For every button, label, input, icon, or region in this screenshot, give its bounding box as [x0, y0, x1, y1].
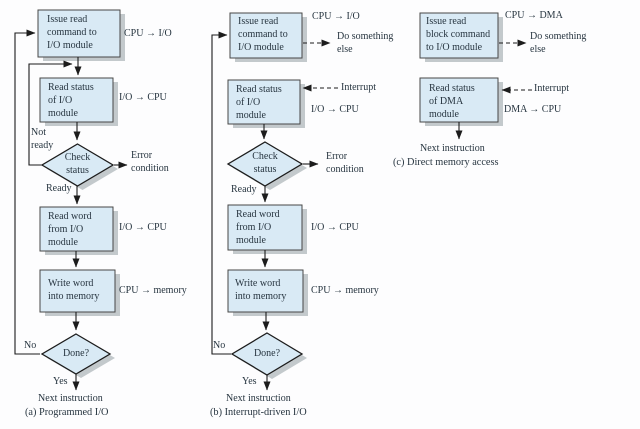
label-do-something-b: Do something else [337, 31, 394, 55]
diamond-check-status-b-label: Check status [252, 151, 278, 175]
label-next-instruction-a: Next instruction [38, 393, 103, 404]
label-io-to-cpu-status-a: I/O → CPU [119, 92, 167, 103]
label-next-instruction-b: Next instruction [226, 393, 291, 404]
process-box-read-status-c [419, 77, 503, 126]
label-not-ready-a: Not ready [31, 127, 54, 151]
label-io-to-cpu-read-b: I/O → CPU [311, 222, 359, 233]
label-cpu-to-io-a: CPU → I/O [124, 28, 172, 39]
decision-diamond-done-a [40, 333, 115, 378]
process-box-read-status-b [227, 79, 305, 128]
box-read-status-a-label: Read status of I/O module [48, 82, 94, 119]
box-read-status-c-label: Read status of DMA module [429, 83, 475, 120]
box-read-word-a-label: Read word from I/O module [48, 211, 92, 248]
caption-chart-a: (a) Programmed I/O [25, 407, 109, 418]
box-read-status-b-label: Read status of I/O module [236, 84, 282, 121]
flow-arrows-a [14, 29, 128, 391]
label-interrupt-c: Interrupt [534, 83, 569, 94]
decision-diamond-check-a [40, 143, 118, 190]
label-cpu-to-dma-c: CPU → DMA [505, 10, 563, 21]
label-interrupt-b: Interrupt [341, 82, 376, 93]
label-error-condition-b: Error condition [326, 151, 364, 175]
decision-diamond-done-b [230, 332, 307, 379]
process-box-read-word-a [39, 206, 118, 255]
process-box-issue-a [37, 9, 125, 61]
box-write-word-b-label: Write word into memory [235, 278, 287, 302]
caption-chart-b: (b) Interrupt-driven I/O [210, 407, 307, 418]
flow-arrows-b [211, 31, 338, 391]
label-cpu-to-memory-a: CPU → memory [119, 285, 187, 296]
box-write-word-a-label: Write word into memory [48, 278, 100, 302]
process-box-read-word-b [227, 204, 307, 254]
label-cpu-to-io-b: CPU → I/O [312, 11, 360, 22]
label-cpu-to-memory-b: CPU → memory [311, 285, 379, 296]
process-box-issue-b [229, 12, 307, 62]
box-issue-command-a-label: Issue read command to I/O module [47, 14, 97, 51]
label-do-something-c: Do something else [530, 31, 587, 55]
flow-arrows-c [455, 39, 532, 140]
process-box-write-word-b [227, 269, 308, 316]
label-error-condition-a: Error condition [131, 150, 169, 174]
label-yes-b: Yes [242, 376, 257, 387]
label-no-b: No [213, 340, 226, 351]
box-issue-command-b-label: Issue read command to I/O module [238, 16, 288, 53]
diamond-done-a-label: Done? [62, 348, 90, 359]
label-ready-a: Ready [46, 183, 72, 194]
label-no-a: No [24, 340, 37, 351]
process-box-issue-c [419, 12, 503, 62]
label-next-instruction-c: Next instruction [420, 143, 485, 154]
box-read-word-b-label: Read word from I/O module [236, 209, 280, 246]
label-dma-to-cpu-c: DMA → CPU [504, 104, 562, 115]
label-yes-a: Yes [53, 376, 68, 387]
process-box-read-status-a [39, 77, 118, 126]
diamond-check-status-a-label: Check status [64, 152, 91, 176]
label-io-to-cpu-status-b: I/O → CPU [311, 104, 359, 115]
process-box-write-word-a [39, 269, 120, 316]
decision-diamond-check-b [226, 141, 307, 190]
box-issue-block-command-c-label: Issue read block command to I/O module [426, 16, 491, 53]
diamond-done-b-label: Done? [253, 348, 281, 359]
caption-chart-c: (c) Direct memory access [393, 157, 499, 168]
label-ready-b: Ready [231, 184, 257, 195]
label-io-to-cpu-read-a: I/O → CPU [119, 222, 167, 233]
